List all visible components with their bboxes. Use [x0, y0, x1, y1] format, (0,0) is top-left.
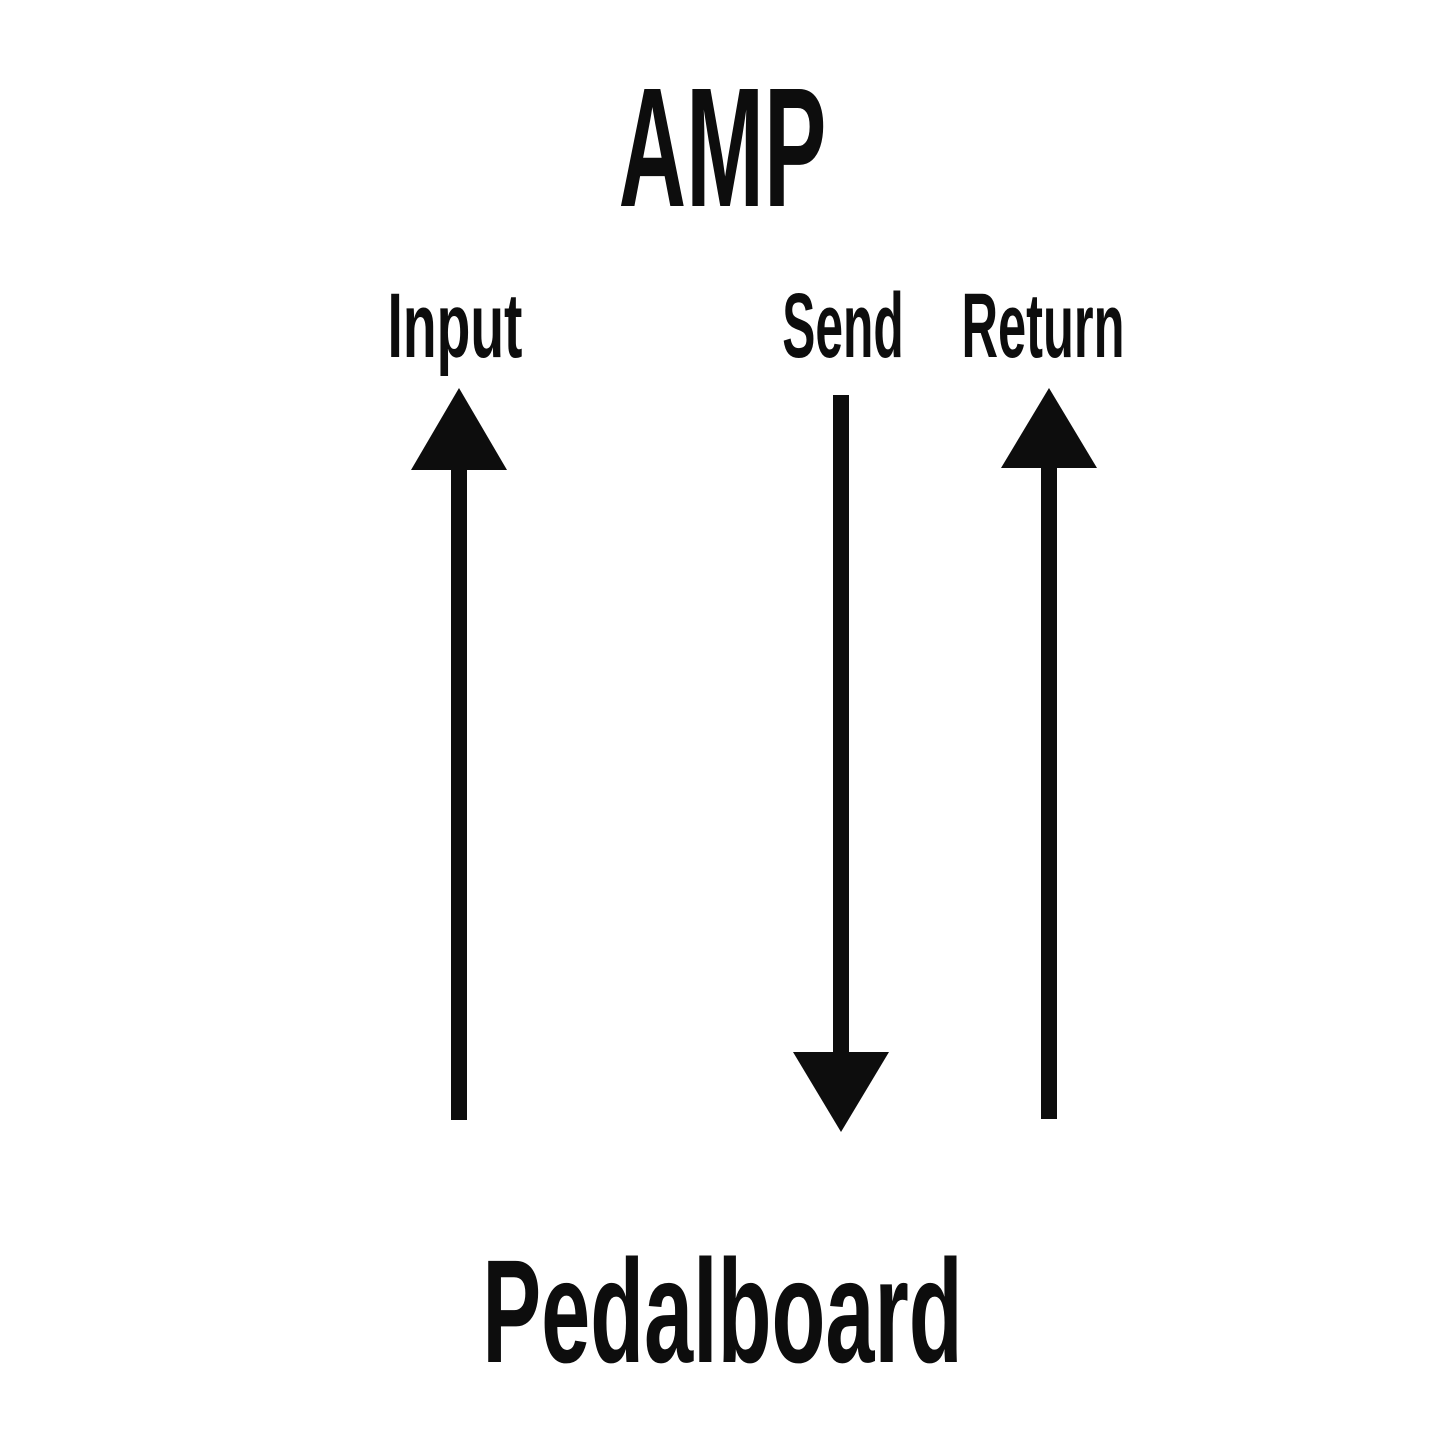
- return-arrowhead-icon: [1001, 388, 1097, 468]
- send-arrow-down: [793, 395, 889, 1132]
- send-arrow-shaft: [833, 395, 849, 1055]
- input-label: Input: [387, 275, 523, 377]
- input-arrow-up: [411, 388, 507, 1120]
- return-arrow-shaft: [1041, 460, 1057, 1119]
- return-label: Return: [961, 275, 1125, 377]
- send-label: Send: [782, 275, 904, 377]
- send-arrowhead-icon: [793, 1052, 889, 1132]
- return-arrow-up: [1001, 388, 1097, 1119]
- amp-title: AMP: [618, 53, 827, 243]
- input-arrowhead-icon: [411, 388, 507, 470]
- input-arrow-shaft: [451, 460, 467, 1120]
- pedalboard-label: Pedalboard: [482, 1230, 963, 1394]
